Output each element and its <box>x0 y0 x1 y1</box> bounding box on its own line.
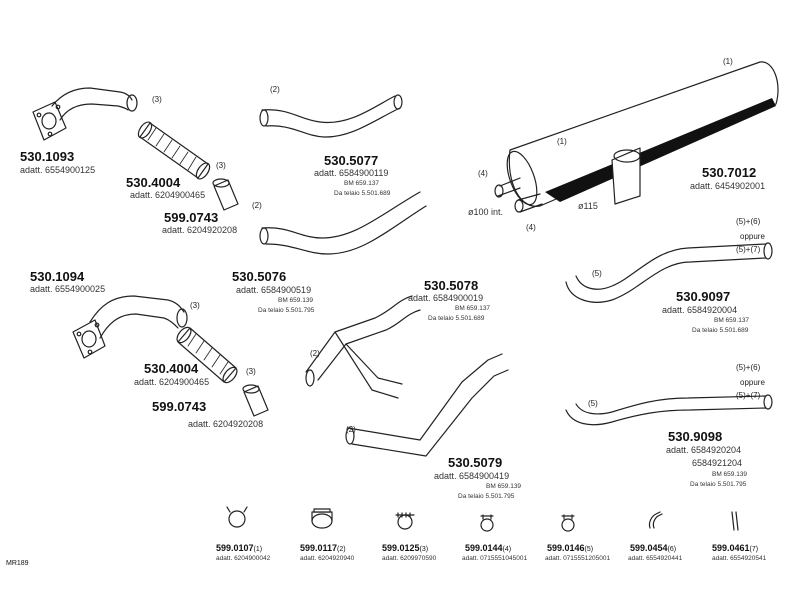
diagram-code: MR189 <box>6 560 29 567</box>
part-telaio-530-5078: Da telaio 5.501.689 <box>428 315 485 322</box>
part-adatt-530-5077: adatt. 6584900119 <box>314 168 389 178</box>
ring-599-0743-b <box>242 384 269 417</box>
callout-3: (3) <box>246 367 256 376</box>
part-bm-530-5077: BM 659.137 <box>344 180 380 187</box>
part-adatt2-530-9098: 6584921204 <box>692 458 743 468</box>
muffler-530-7012 <box>494 61 779 213</box>
part-number-530-9098: 530.9098 <box>668 429 723 444</box>
callout-4: (4) <box>478 169 488 178</box>
pipe-530-9098 <box>565 394 773 426</box>
pipe-530-5076 <box>259 191 427 255</box>
part-telaio-530-9097: Da telaio 5.501.689 <box>692 327 749 334</box>
pipe-530-5078 <box>305 295 421 399</box>
part-adatt-530-4004: adatt. 6204900465 <box>130 190 206 200</box>
part-adatt-530-5078: adatt. 6584900019 <box>408 293 484 303</box>
clamp-number: 599.0125(3) <box>382 543 429 554</box>
part-adatt-530-4004: adatt. 6204900465 <box>134 377 210 387</box>
clamp-adatt: adatt. 6209970590 <box>382 555 437 562</box>
callout-1: (1) <box>557 137 567 146</box>
callout-2: (2) <box>270 85 280 94</box>
part-bm-530-9098: BM 659.139 <box>712 471 748 478</box>
part-number-530-9097: 530.9097 <box>676 289 731 304</box>
clamp-number: 599.0146(5) <box>547 543 594 554</box>
part-telaio-530-5079: Da telaio 5.501.795 <box>458 493 515 500</box>
part-number-599-0743: 599.0743 <box>164 210 219 225</box>
clamp-adatt: adatt. 6554920541 <box>712 555 767 562</box>
clamp-599-0454-icon <box>648 511 663 529</box>
option-oppure: oppure <box>740 232 765 241</box>
part-telaio-530-5076: Da telaio 5.501.795 <box>258 307 315 314</box>
clamp-adatt: adatt. 6554920441 <box>628 555 683 562</box>
part-number-530-5079: 530.5079 <box>448 455 503 470</box>
part-number-530-5076: 530.5076 <box>232 269 287 284</box>
pipe-530-5077 <box>259 94 403 138</box>
option-5-6: (5)+(6) <box>736 363 761 372</box>
callout-3: (3) <box>190 301 200 310</box>
clamp-number: 599.0117(2) <box>300 543 346 554</box>
pipe-530-9097 <box>565 242 773 303</box>
callout-5: (5) <box>592 269 602 278</box>
flex-hose-530-4004-a <box>137 121 211 180</box>
diameter-115: ø115 <box>578 201 598 211</box>
part-bm-530-5076: BM 659.139 <box>278 297 314 304</box>
part-bm-530-9097: BM 659.137 <box>714 317 750 324</box>
clamp-adatt: adatt. 6204920940 <box>300 555 355 562</box>
front-pipe-530-1094 <box>72 295 188 359</box>
pipe-530-5079 <box>345 353 509 457</box>
clamp-adatt: adatt. 6204900042 <box>216 555 271 562</box>
part-number-530-7012: 530.7012 <box>702 165 757 180</box>
part-number-530-1094: 530.1094 <box>30 269 85 284</box>
callout-4: (4) <box>526 223 536 232</box>
clamp-adatt: adatt. 0715551045001 <box>462 555 528 562</box>
callout-2: (2) <box>252 201 262 210</box>
callout-3: (3) <box>152 95 162 104</box>
callout-3: (3) <box>216 161 226 170</box>
clamp-599-0146-icon <box>561 514 575 532</box>
clamp-adatt: adatt. 0715551205001 <box>545 555 611 562</box>
part-number-530-5078: 530.5078 <box>424 278 479 293</box>
part-adatt-530-9098: adatt. 6584920204 <box>666 445 742 455</box>
option-oppure: oppure <box>740 378 765 387</box>
option-5-7: (5)+(7) <box>736 245 761 254</box>
callout-2: (2) <box>346 425 356 434</box>
part-adatt-530-1094: adatt. 6554900025 <box>30 284 106 294</box>
part-adatt-530-5079: adatt. 6584900419 <box>434 471 510 481</box>
clamp-599-0461-icon <box>731 511 739 531</box>
part-number-530-5077: 530.5077 <box>324 153 379 168</box>
part-adatt-530-7012: adatt. 6454902001 <box>690 181 766 191</box>
clamp-599-0117-icon <box>311 508 333 529</box>
part-adatt-599-0743: adatt. 6204920208 <box>162 225 238 235</box>
clamp-number: 599.0144(4) <box>465 543 512 554</box>
part-number-530-4004: 530.4004 <box>144 361 199 376</box>
clamp-number: 599.0107(1) <box>216 543 263 554</box>
part-number-530-1093: 530.1093 <box>20 149 75 164</box>
part-adatt-530-9097: adatt. 6584920004 <box>662 305 738 315</box>
callout-2: (2) <box>310 349 320 358</box>
part-telaio-530-9098: Da telaio 5.501.795 <box>690 481 747 488</box>
part-telaio-530-5077: Da telaio 5.501.689 <box>334 190 391 197</box>
part-number-599-0743: 599.0743 <box>152 399 207 414</box>
clamp-599-0107-icon <box>226 506 248 528</box>
flex-hose-530-4004-b <box>176 326 238 384</box>
clamp-599-0144-icon <box>480 514 494 532</box>
diameter-100: ø100 int. <box>468 207 504 217</box>
clamp-number: 599.0454(6) <box>630 543 677 554</box>
option-5-6: (5)+(6) <box>736 217 761 226</box>
part-bm-530-5079: BM 659.139 <box>486 483 522 490</box>
part-number-530-4004: 530.4004 <box>126 175 181 190</box>
part-bm-530-5078: BM 659.137 <box>455 305 491 312</box>
clamp-number: 599.0461(7) <box>712 543 759 554</box>
front-pipe-530-1093 <box>32 87 138 141</box>
clamp-599-0125-icon <box>395 512 415 530</box>
callout-5: (5) <box>588 399 598 408</box>
part-adatt-530-1093: adatt. 6554900125 <box>20 165 96 175</box>
part-adatt-599-0743: adatt. 6204920208 <box>188 419 264 429</box>
callout-1: (1) <box>723 57 733 66</box>
part-adatt-530-5076: adatt. 6584900519 <box>236 285 312 295</box>
ring-599-0743-a <box>212 178 239 211</box>
option-5-7: (5)+(7) <box>736 391 761 400</box>
